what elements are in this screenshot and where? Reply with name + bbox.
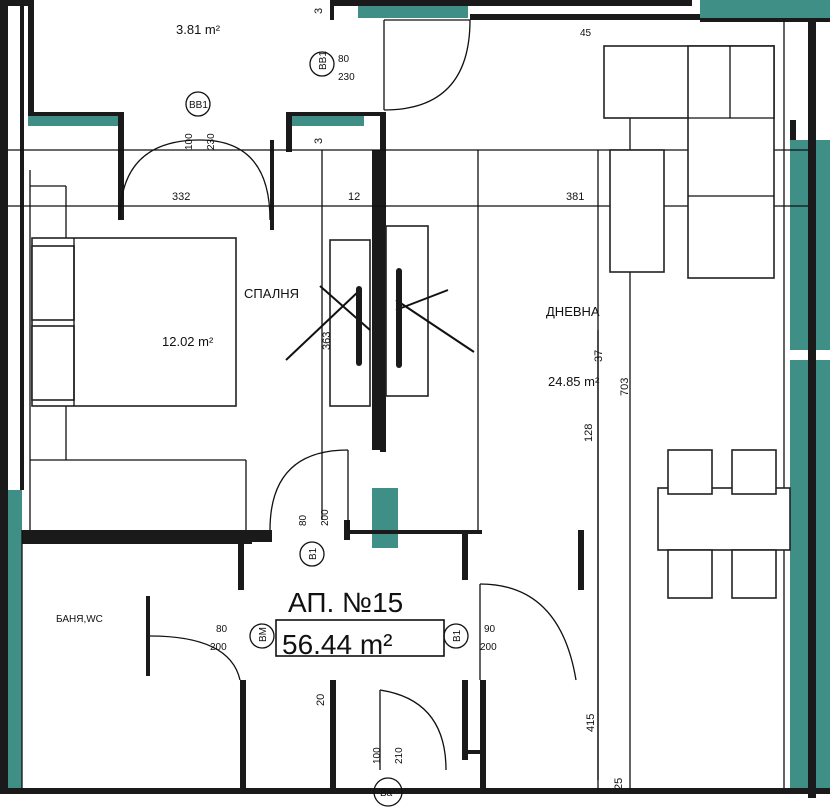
furniture — [31, 45, 791, 599]
door-tag-bottom: Ba — [380, 788, 393, 799]
door-living-width: 90 — [484, 624, 496, 635]
dimensions: 332 12 381 363 37 703 128 415 25 3 3 45 … — [172, 8, 631, 790]
door-tag-marker — [373, 777, 403, 807]
door-tag-marker — [249, 623, 275, 649]
door-arc-top — [383, 19, 471, 111]
dim-25: 25 — [613, 778, 625, 790]
bedroom-area-label: 12.02 m² — [162, 334, 214, 349]
door-tags: ВВ1 80 230 BB1 100 230 B1 80 200 BM 80 2… — [184, 51, 497, 807]
dim-415: 415 — [585, 714, 597, 732]
door-tag-marker — [309, 51, 335, 77]
door-arc-living — [479, 583, 577, 681]
chair — [731, 449, 777, 495]
dining-table — [657, 487, 791, 551]
door-living-height: 200 — [480, 642, 497, 653]
door-bottom-width: 100 — [372, 747, 383, 764]
apartment-title: АП. №15 — [288, 587, 403, 618]
bed-pillow — [31, 245, 75, 321]
dim-45: 45 — [580, 28, 592, 39]
dim-12: 12 — [348, 191, 360, 203]
door-arc-bath — [149, 635, 241, 681]
door-tag-bath: BM — [258, 627, 269, 642]
dim-128: 128 — [583, 424, 595, 442]
dim-381: 381 — [566, 191, 584, 203]
chair — [667, 449, 713, 495]
door-arc-bedroom — [269, 449, 349, 531]
wall-hatch-top-right — [700, 0, 830, 18]
door-bedroom-width: 80 — [298, 514, 309, 526]
bedroom-name-label: СПАЛНЯ — [244, 286, 299, 301]
door-arc-hall-left — [119, 139, 201, 221]
door-bottom-height: 210 — [394, 747, 405, 764]
door-tag-marker — [299, 541, 325, 567]
living-area-label: 24.85 m² — [548, 374, 600, 389]
door-top-width: 80 — [338, 54, 350, 65]
chair — [731, 549, 777, 599]
dim-332: 332 — [172, 191, 190, 203]
door-arc-hall-right — [199, 139, 271, 221]
door-hall-height: 230 — [206, 133, 217, 150]
door-bath-height: 200 — [210, 642, 227, 653]
door-tag-bedroom: B1 — [308, 547, 319, 560]
dim-3-top: 3 — [313, 8, 325, 14]
wardrobe — [329, 239, 371, 407]
door-bedroom-height: 200 — [320, 509, 331, 526]
hall-area-label: 3.81 m² — [176, 22, 221, 37]
dim-20: 20 — [315, 694, 327, 706]
dim-3-mid: 3 — [313, 138, 325, 144]
door-arc-bottom — [379, 689, 447, 771]
door-tag-living: B1 — [452, 629, 463, 642]
apartment-area: 56.44 m² — [282, 629, 393, 660]
living-name-label: ДНЕВНА — [546, 304, 600, 319]
sofa — [687, 45, 775, 279]
chair — [667, 549, 713, 599]
door-hall-width: 100 — [184, 133, 195, 150]
door-tag-marker — [443, 623, 469, 649]
dim-363: 363 — [321, 332, 333, 350]
door-tag-hall: BB1 — [189, 100, 208, 111]
door-swings — [119, 19, 577, 771]
dim-37: 37 — [593, 350, 605, 362]
bath-name-label: БАНЯ,WC — [56, 614, 103, 625]
coffee-table — [609, 149, 665, 273]
bed-pillow — [31, 325, 75, 401]
door-tag-top: ВВ1 — [318, 51, 329, 70]
wardrobe — [385, 225, 429, 397]
door-bath-width: 80 — [216, 624, 228, 635]
dim-703: 703 — [619, 378, 631, 396]
door-tag-marker — [185, 91, 211, 117]
door-top-height: 230 — [338, 72, 355, 83]
wall-hatch-column — [372, 488, 398, 548]
